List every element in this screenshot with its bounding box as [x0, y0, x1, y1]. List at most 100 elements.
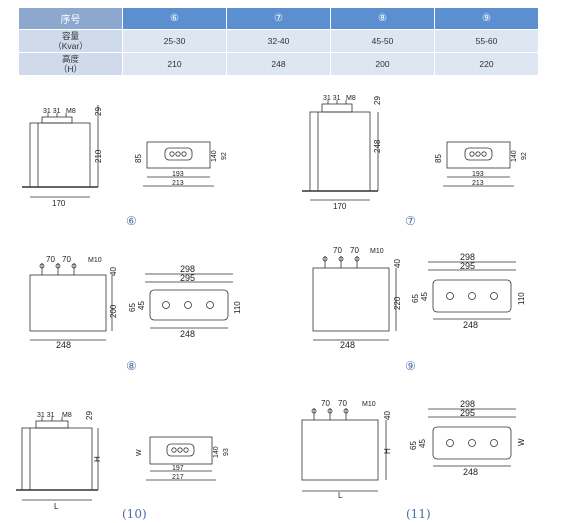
fig11-top-a: 70	[321, 399, 330, 408]
fig8-plan-w1: 298	[180, 264, 195, 274]
fig9-plan-right: 110	[517, 292, 526, 305]
height-label-2: （H）	[58, 64, 83, 74]
fig7-plan-right: 92	[521, 152, 528, 160]
fig9-plan-left1: 65	[411, 294, 420, 303]
fig10-plan-right: 93	[223, 448, 230, 456]
fig10-plan-w2: 217	[172, 474, 184, 481]
fig11-bolt: M10	[362, 401, 376, 408]
fig9-height: 220	[393, 296, 402, 310]
fig6-plan-w2: 213	[172, 180, 184, 187]
fig7-plan-left: 85	[434, 154, 443, 163]
fig8-side-view: 70 70 M10 40 200 248	[29, 255, 118, 350]
fig6-top-dims: 31 31	[43, 108, 61, 115]
fig7-bolt: M8	[346, 95, 356, 102]
fig9-label: ⑨	[405, 359, 416, 373]
fig9-top-b: 70	[350, 246, 359, 255]
fig6-width: 170	[52, 199, 66, 208]
fig6-plan-view: 85 140 92 193 213	[134, 141, 228, 187]
height-row: 高度 （H） 210 248 200 220	[18, 52, 539, 76]
fig8-plan-right: 110	[233, 301, 242, 314]
fig7-top-dims: 31 31	[323, 95, 341, 102]
fig9-bolt: M10	[370, 248, 384, 255]
fig10-side-view: 31 31 M8 29 H L	[16, 411, 102, 511]
fig6-plan-inner: 140	[211, 150, 218, 162]
fig11-top-b: 70	[338, 399, 347, 408]
fig7-plan-w1: 193	[472, 171, 484, 178]
fig11-plan-view: 298 295 248 65 45 W	[409, 399, 526, 477]
height-7: 248	[226, 52, 331, 76]
fig7-cap: 29	[373, 96, 382, 105]
fig7-plan-w2: 213	[472, 180, 484, 187]
fig7-height: 248	[373, 139, 382, 153]
fig11-height: H	[383, 448, 392, 454]
fig6-plan-left: 85	[134, 154, 143, 163]
fig8-width: 248	[56, 340, 71, 350]
fig8-top-b: 70	[62, 255, 71, 264]
fig11-cap: 40	[383, 411, 392, 420]
fig11-plan-w3: 248	[463, 467, 478, 477]
fig11-plan-w1: 298	[460, 399, 475, 409]
fig6-height: 210	[94, 149, 103, 163]
fig10-label: (10)	[122, 507, 147, 521]
fig8-bolt: M10	[88, 257, 102, 264]
fig8-plan-left2: 45	[137, 301, 146, 310]
fig6-bolt: M8	[66, 108, 76, 115]
fig8-plan-left1: 65	[128, 303, 137, 312]
fig10-height: H	[93, 456, 102, 462]
height-6: 210	[122, 52, 227, 76]
fig7-label: ⑦	[405, 214, 416, 228]
fig7-width: 170	[333, 202, 347, 211]
fig9-plan-w1: 298	[460, 252, 475, 262]
fig11-plan-left1: 65	[409, 441, 418, 450]
header-6: ⑥	[122, 7, 227, 30]
fig8-top-a: 70	[46, 255, 55, 264]
fig6-label: ⑥	[126, 214, 137, 228]
capacity-6: 25-30	[122, 29, 227, 53]
fig11-label: (11)	[406, 507, 431, 521]
fig9-side-view: 70 70 M10 40 220 248	[312, 246, 402, 350]
fig9-plan-w3: 248	[463, 320, 478, 330]
fig8-label: ⑧	[126, 359, 137, 373]
fig9-plan-w2: 295	[460, 261, 475, 271]
fig9-cap: 40	[393, 259, 402, 268]
fig10-top-dims: 31 31	[37, 412, 55, 419]
fig6-cap: 29	[94, 107, 103, 116]
header-index: 序号	[18, 7, 123, 30]
fig9-plan-view: 298 295 248 65 45 110	[411, 252, 526, 330]
fig6-plan-w1: 193	[172, 171, 184, 178]
fig7-plan-inner: 140	[511, 150, 518, 162]
fig11-side-view: 70 70 M10 40 H L	[301, 399, 392, 500]
height-9: 220	[434, 52, 539, 76]
fig11-plan-w2: 295	[460, 408, 475, 418]
fig7-side-view: 31 31 M8 29 248 170	[302, 95, 382, 211]
fig8-plan-view: 298 295 248 65 45 110	[128, 264, 242, 339]
capacity-label-2: （Kvar）	[53, 41, 88, 51]
fig6-plan-right: 92	[221, 152, 228, 160]
fig6-side-view: 31 31 M8 29 210 170	[22, 105, 103, 208]
capacity-label-1: 容量	[61, 31, 79, 41]
fig8-cap: 40	[109, 267, 118, 276]
fig10-plan-view: W 140 93 197 217	[136, 436, 230, 481]
fig9-top-a: 70	[333, 246, 342, 255]
fig10-width: L	[54, 502, 59, 511]
height-8: 200	[330, 52, 435, 76]
fig11-width: L	[338, 491, 343, 500]
fig9-width: 248	[340, 340, 355, 350]
fig8-plan-w2: 295	[180, 273, 195, 283]
fig7-plan-view: 85 140 92 193 213	[434, 141, 528, 187]
fig10-cap: 29	[85, 411, 94, 420]
fig10-bolt: M8	[62, 412, 72, 419]
capacity-9: 55-60	[434, 29, 539, 53]
capacity-label: 容量 （Kvar）	[18, 29, 123, 53]
fig10-plan-inner: 140	[213, 446, 220, 458]
fig8-plan-w3: 248	[180, 329, 195, 339]
fig10-plan-left: W	[136, 449, 143, 456]
fig8-height: 200	[109, 304, 118, 318]
capacity-7: 32-40	[226, 29, 331, 53]
spec-table: 序号 ⑥ ⑦ ⑧ ⑨ 容量 （Kvar） 25-30 32-40 45-50 5…	[18, 7, 539, 76]
fig11-plan-right: W	[517, 438, 526, 446]
header-9: ⑨	[434, 7, 539, 30]
fig10-plan-w1: 197	[172, 465, 184, 472]
fig9-plan-left2: 45	[420, 292, 429, 301]
